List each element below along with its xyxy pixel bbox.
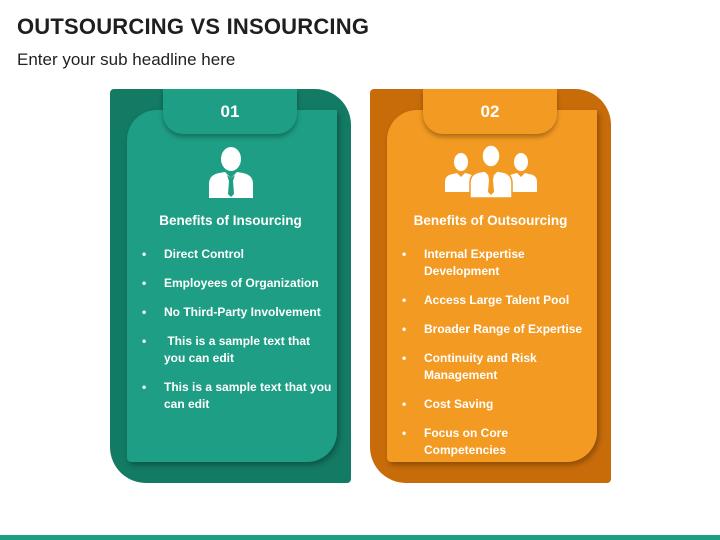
page-title: OUTSOURCING VS INSOURCING <box>17 14 370 39</box>
insourcing-number-tab: 01 <box>163 89 297 134</box>
page-subtitle: Enter your sub headline here <box>17 50 236 69</box>
insourcing-card: 01 Benefits of Insourcing Direct Control… <box>110 89 351 483</box>
list-item: This is a sample text that you can edit <box>142 333 332 367</box>
outsourcing-card: 02 Benefits of Outsourcing Internal Expe… <box>370 89 611 483</box>
outsourcing-number-tab: 02 <box>423 89 557 134</box>
list-item: Continuity and Risk Management <box>402 350 592 384</box>
bottom-accent-bar <box>0 535 720 540</box>
list-item: This is a sample text that you can edit <box>142 379 332 413</box>
insourcing-benefit-list: Direct Control Employees of Organization… <box>142 246 332 425</box>
list-item: No Third-Party Involvement <box>142 304 332 321</box>
outsourcing-heading: Benefits of Outsourcing <box>413 213 568 228</box>
insourcing-heading: Benefits of Insourcing <box>159 213 302 228</box>
single-person-icon <box>110 144 351 198</box>
group-people-icon <box>370 144 611 198</box>
list-item: Cost Saving <box>402 396 592 413</box>
list-item: Internal Expertise Development <box>402 246 592 280</box>
list-item: Direct Control <box>142 246 332 263</box>
list-item: Focus on Core Competencies <box>402 425 592 459</box>
list-item: Access Large Talent Pool <box>402 292 592 309</box>
list-item: Employees of Organization <box>142 275 332 292</box>
outsourcing-benefit-list: Internal Expertise Development Access La… <box>402 246 592 471</box>
list-item: Broader Range of Expertise <box>402 321 592 338</box>
